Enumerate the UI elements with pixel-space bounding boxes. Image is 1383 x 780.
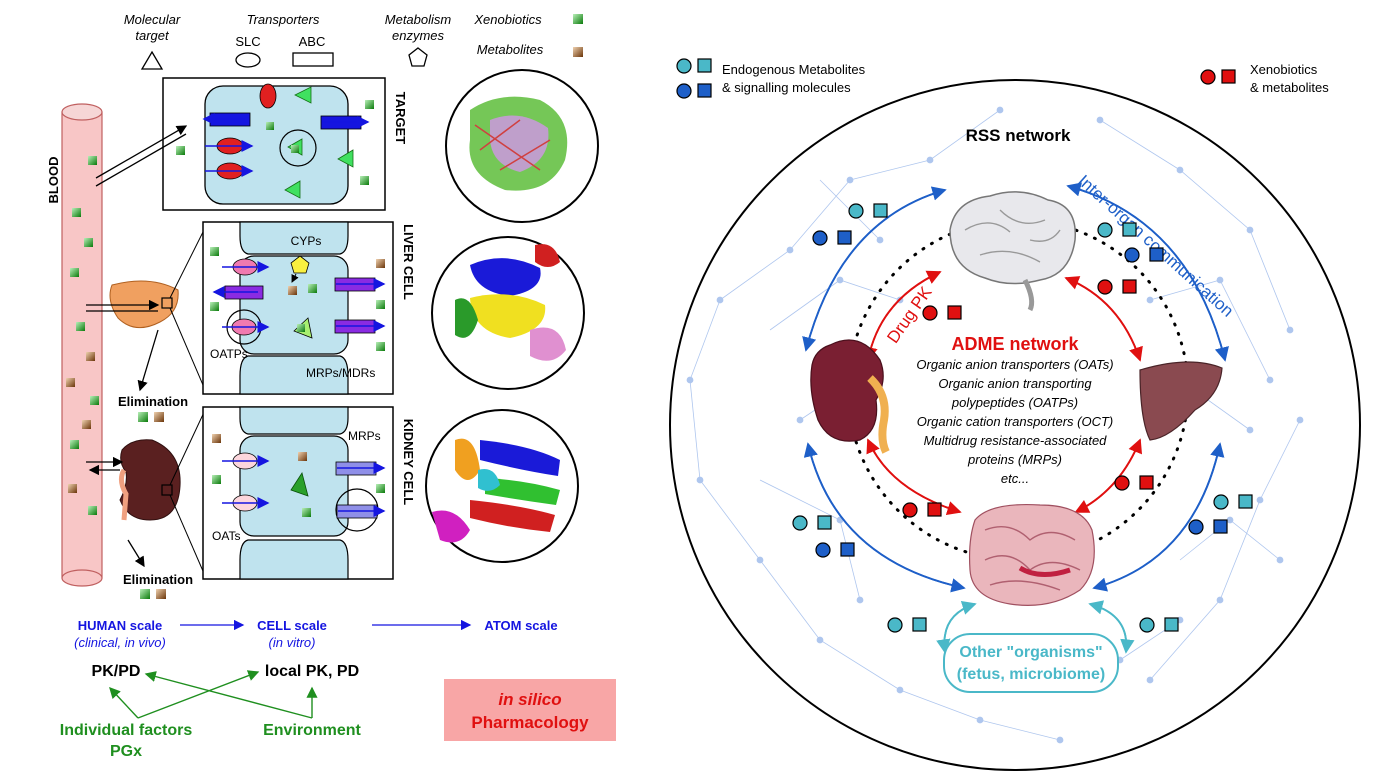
elimination-label-2: Elimination: [123, 572, 193, 587]
kidney-cell-panel: MRPs OATs KIDNEY CELL: [202, 406, 416, 580]
legend-xenobiotics: Xenobiotics: [473, 12, 542, 27]
blood-vessel: BLOOD: [46, 103, 103, 587]
legend-metabolism: Metabolism: [385, 12, 452, 27]
other-organisms: Other "organisms" (fetus, microbiome): [936, 600, 1135, 693]
blood-to-target-arrows: [95, 125, 188, 187]
liver-cell-label: LIVER CELL: [401, 224, 416, 300]
adme-line-2: polypeptides (OATPs): [951, 395, 1078, 410]
liver-organ-right: [1139, 361, 1223, 441]
cell-scale-label: CELL scale: [257, 618, 327, 633]
legend-metabolites: Metabolites: [477, 42, 544, 57]
adme-line-0: Organic anion transporters (OATs): [916, 357, 1113, 372]
adme-line-5: proteins (MRPs): [967, 452, 1062, 467]
cyps-label: CYPs: [291, 234, 322, 248]
fetus-microbiome-label: (fetus, microbiome): [957, 666, 1105, 683]
scale-row: HUMAN scale (clinical, in vivo) CELL sca…: [74, 618, 557, 650]
protein-structure-liver: [431, 236, 585, 390]
triangle-icon: [140, 50, 164, 70]
xenobiotics-label-1: Xenobiotics: [1250, 62, 1318, 77]
other-organisms-label: Other "organisms": [959, 644, 1102, 661]
inter-organ-arrows: [802, 182, 1229, 593]
target-panel: TARGET: [162, 77, 408, 211]
adme-line-1: Organic anion transporting: [938, 376, 1092, 391]
rectangle-icon: [292, 52, 334, 67]
right-legend: Endogenous Metabolites & signalling mole…: [676, 58, 1329, 99]
pharmacology-label: Pharmacology: [471, 713, 589, 732]
protein-structure-kidney: [425, 409, 579, 563]
legend-molecular-target-2: target: [135, 28, 170, 43]
oats-label: OATs: [212, 529, 240, 543]
atom-scale-label: ATOM scale: [484, 618, 557, 633]
individual-factors-label: Individual factors: [60, 722, 193, 739]
kidney-organ: Elimination: [86, 407, 207, 599]
metabolite-square-icon: [573, 47, 583, 57]
legend-transporters: Transporters: [247, 12, 320, 27]
protein-structure-target: [445, 69, 599, 223]
pentagon-icon: [408, 47, 428, 67]
kidney-cell-label: KIDNEY CELL: [401, 419, 416, 505]
target-label: TARGET: [393, 92, 408, 145]
mrps-mdrs-label: MRPs/MDRs: [306, 366, 375, 380]
adme-line-3: Organic cation transporters (OCT): [917, 414, 1114, 429]
adme-line-6: etc...: [1001, 471, 1029, 486]
liver-organ: Elimination: [86, 225, 207, 422]
legend-row: Molecular target Transporters SLC ABC Me…: [124, 12, 583, 70]
intestine-organ: [968, 503, 1095, 606]
rss-boundary-circle: [669, 79, 1361, 771]
human-scale-label: HUMAN scale: [78, 618, 163, 633]
factors-row: PK/PD local PK, PD Individual factors PG…: [60, 663, 362, 760]
legend-abc: ABC: [299, 34, 326, 49]
adme-block: ADME network Organic anion transporters …: [916, 334, 1113, 486]
legend-metabolism-2: enzymes: [392, 28, 445, 43]
endogenous-label-2: & signalling molecules: [722, 80, 851, 95]
adme-line-4: Multidrug resistance-associated: [924, 433, 1108, 448]
human-scale-sub: (clinical, in vivo): [74, 635, 166, 650]
adme-network-label: ADME network: [951, 334, 1079, 354]
elimination-label-1: Elimination: [118, 394, 188, 409]
oatps-label: OATPs: [210, 347, 248, 361]
rss-network-label: RSS network: [966, 126, 1071, 145]
insilico-box: in silico Pharmacology: [444, 679, 616, 741]
liver-cell-panel: CYPs OATPs MRPs/MDRs LIVER CELL: [202, 221, 416, 395]
mrps-label: MRPs: [348, 429, 381, 443]
brain-organ: [949, 191, 1076, 312]
kidney-organ-right: [810, 339, 890, 454]
molecule-markers: [792, 203, 1253, 633]
pgx-label: PGx: [110, 743, 142, 760]
legend-slc: SLC: [235, 34, 260, 49]
insilico-label: in silico: [498, 690, 561, 709]
blood-label: BLOOD: [46, 157, 61, 204]
legend-molecular-target: Molecular: [124, 12, 181, 27]
xenobiotic-square-icon: [573, 14, 583, 24]
environment-label: Environment: [263, 722, 361, 739]
ellipse-icon: [235, 52, 261, 68]
blood-particles: [66, 156, 99, 515]
endogenous-label-1: Endogenous Metabolites: [722, 62, 866, 77]
drug-pk-arrows: [863, 270, 1143, 516]
pkpd-label: PK/PD: [92, 663, 141, 680]
cell-scale-sub: (in vitro): [269, 635, 316, 650]
xenobiotics-label-2: & metabolites: [1250, 80, 1329, 95]
local-pk-label: local PK, PD: [265, 663, 359, 680]
